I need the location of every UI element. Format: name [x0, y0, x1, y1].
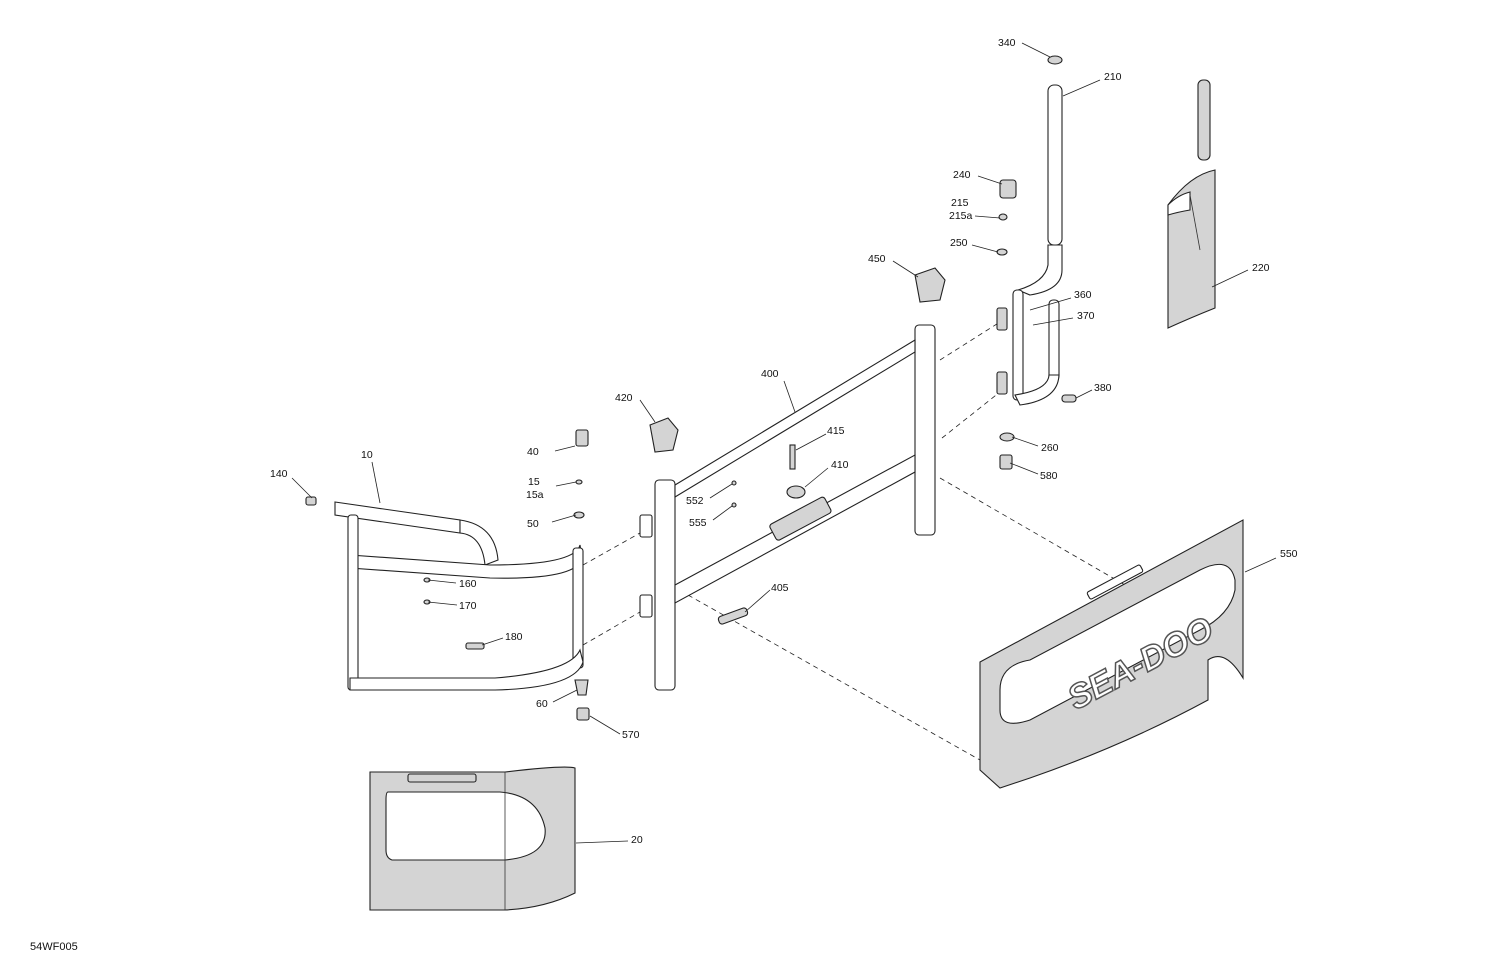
diagram-code: 54WF005: [30, 941, 78, 953]
part-210-upright-tube: [996, 55, 1077, 470]
callout-580: 580: [1040, 470, 1058, 482]
callout-555: 555: [689, 517, 707, 529]
callout-360: 360: [1074, 289, 1092, 301]
callout-210: 210: [1104, 71, 1122, 83]
callout-leaders: [291, 42, 1277, 844]
callout-15a: 15a: [526, 489, 544, 501]
callout-260: 260: [1041, 442, 1059, 454]
callout-160: 160: [459, 578, 477, 590]
callout-450: 450: [868, 253, 886, 265]
callout-415: 415: [827, 425, 845, 437]
part-10-left-frame: [305, 429, 590, 721]
callout-10: 10: [361, 449, 373, 461]
callout-405: 405: [771, 582, 789, 594]
callout-60: 60: [536, 698, 548, 710]
assembly-guide-lines: [582, 321, 1126, 761]
callout-215: 215: [951, 197, 969, 209]
part-550-back-panel: SEA-DOO: [979, 519, 1244, 789]
callout-140: 140: [270, 468, 288, 480]
callout-550: 550: [1280, 548, 1298, 560]
callout-340: 340: [998, 37, 1016, 49]
callout-220: 220: [1252, 262, 1270, 274]
callout-180: 180: [505, 631, 523, 643]
callout-370: 370: [1077, 310, 1095, 322]
callout-labels: 340 210 240 215 215a 250 450 360 370 220…: [270, 37, 1298, 846]
callout-170: 170: [459, 600, 477, 612]
callout-15: 15: [528, 476, 540, 488]
callout-250: 250: [950, 237, 968, 249]
callout-552: 552: [686, 495, 704, 507]
part-420-cap: [649, 417, 679, 453]
callout-215a: 215a: [949, 210, 973, 222]
part-450-cap: [914, 267, 946, 303]
callout-20: 20: [631, 834, 643, 846]
callout-420: 420: [615, 392, 633, 404]
callout-400: 400: [761, 368, 779, 380]
callout-380: 380: [1094, 382, 1112, 394]
callout-40: 40: [527, 446, 539, 458]
part-400-main-frame: [639, 324, 936, 691]
callout-410: 410: [831, 459, 849, 471]
callout-240: 240: [953, 169, 971, 181]
part-20-front-panel: [369, 766, 576, 911]
part-220-side-cover: [1167, 79, 1216, 329]
callout-50: 50: [527, 518, 539, 530]
callout-570: 570: [622, 729, 640, 741]
